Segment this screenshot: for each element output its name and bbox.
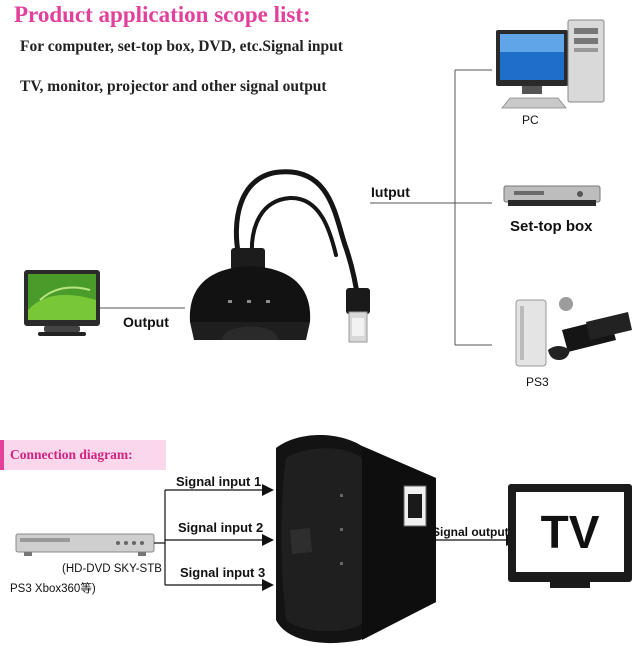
source-devices-line1: (HD-DVD SKY-STB [62, 563, 162, 575]
output-label: Output [123, 314, 169, 330]
tv-icon [508, 484, 632, 588]
page-title: Product application scope list: [14, 2, 311, 27]
settop-box-icon [503, 185, 601, 206]
signal-input-1-label: Signal input 1 [176, 474, 262, 489]
signal-input-description: For computer, set-top box, DVD, etc.Sign… [20, 38, 343, 55]
dvd-player-icon [15, 533, 155, 556]
source-devices-line2: PS3 Xbox360等) [10, 583, 96, 595]
top-connector-lines [100, 69, 492, 346]
connection-title: Connection diagram: [10, 447, 133, 462]
input-lines [154, 489, 262, 586]
ps3-label: PS3 [526, 375, 549, 389]
input-label: Iutput [371, 184, 410, 200]
ps3-icon [515, 297, 632, 367]
signal-input-3-label: Signal input 3 [180, 565, 266, 580]
pc-label: PC [522, 113, 539, 127]
settop-box-label: Set-top box [510, 218, 593, 235]
switch-cable-icon [231, 169, 370, 343]
signal-output-label: Signal output [432, 525, 509, 539]
signal-input-2-label: Signal input 2 [178, 520, 264, 535]
connection-banner [0, 440, 166, 470]
tv-screen-text: TV [540, 506, 600, 558]
switch-closeup-icon [276, 435, 436, 644]
input-arrows [262, 484, 274, 591]
hdmi-switch-icon [189, 266, 311, 340]
monitor-icon [24, 270, 100, 336]
pc-icon [496, 19, 605, 109]
signal-output-description: TV, monitor, projector and other signal … [20, 78, 327, 95]
